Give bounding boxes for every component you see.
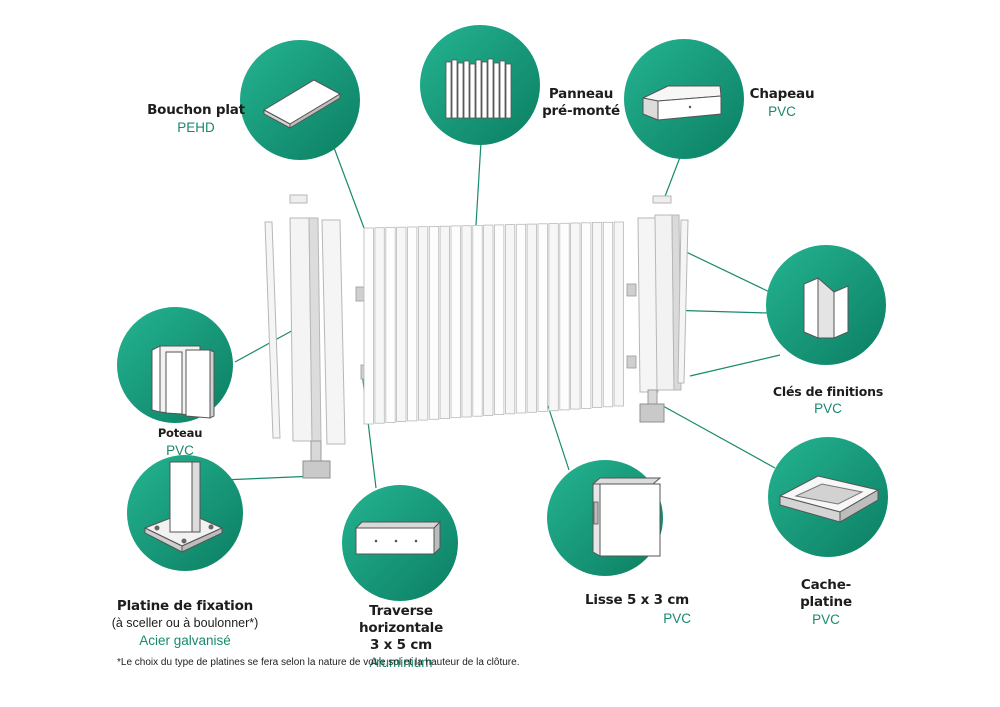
circle-panneau: [420, 25, 540, 145]
panneau-title-line1: Panneau: [548, 86, 614, 102]
cache-title: Cache-platine: [800, 577, 852, 610]
panel-slat: [385, 227, 396, 423]
panel-slat: [472, 224, 483, 417]
label-poteau: Poteau PVC: [145, 425, 215, 459]
flat-cap-icon: [262, 79, 342, 129]
left-post-back: [321, 219, 346, 445]
base-plate-icon: [143, 461, 224, 553]
post-icon: [151, 345, 215, 419]
platine-title: Platine de fixation: [116, 598, 254, 614]
right-baseplate: [639, 403, 665, 423]
cles-title: Clés de finitions: [772, 384, 884, 399]
circle-chapeau: [624, 39, 744, 159]
panel-slat: [581, 222, 592, 409]
label-lisse: Lisse 5 x 3 cm PVC: [585, 592, 691, 627]
panel-slat: [515, 223, 527, 414]
poteau-material: PVC: [166, 443, 194, 458]
platine-material: Acier galvanisé: [139, 633, 231, 648]
label-cache-platine: Cache-platine PVC: [775, 577, 877, 628]
left-baseplate-stem: [310, 440, 322, 462]
cache-material: PVC: [812, 612, 840, 627]
lisse-title: Lisse 5 x 3 cm: [585, 592, 690, 608]
panel-slat: [407, 226, 418, 422]
label-platine: Platine de fixation (à sceller ou à boul…: [90, 598, 280, 649]
chapeau-material: PVC: [768, 104, 796, 119]
circle-poteau: [117, 307, 233, 423]
component-circles: [117, 25, 888, 601]
panel-slat: [613, 221, 624, 407]
panel-slat: [559, 222, 570, 411]
label-panneau: Panneau pré-monté: [540, 86, 622, 120]
left-post-front: [289, 217, 313, 442]
poteau-title: Poteau: [157, 426, 203, 440]
post-cap-icon: [641, 85, 722, 121]
circle-cles: [766, 245, 886, 365]
chapeau-title: Chapeau: [749, 86, 815, 102]
panel-slat: [428, 225, 440, 420]
crossbar-icon: [354, 520, 442, 556]
panel-slat: [461, 225, 472, 418]
right-baseplate-stem: [647, 389, 658, 405]
label-chapeau: Chapeau PVC: [742, 86, 822, 120]
panel-slat: [548, 223, 559, 412]
panel-slat: [504, 224, 516, 415]
rail-icon: [591, 477, 662, 557]
circle-traverse: [342, 485, 458, 601]
traverse-material: Aluminium: [369, 655, 433, 670]
leader-lines: [221, 141, 781, 489]
right-post-back: [637, 217, 659, 393]
panel-slat: [417, 226, 429, 421]
left-cap: [289, 194, 308, 204]
fence-illustration: [264, 194, 689, 479]
label-bouchon-plat: Bouchon plat PEHD: [138, 102, 254, 136]
cles-material: PVC: [814, 401, 842, 416]
panel-slat: [570, 222, 581, 410]
left-finishing-key: [264, 221, 281, 439]
footnote: *Le choix du type de platines se fera se…: [117, 657, 520, 668]
bouchon-material: PEHD: [177, 120, 215, 135]
left-baseplate: [302, 460, 331, 479]
circle-bouchon-plat: [240, 40, 360, 160]
panel-slat: [450, 225, 461, 419]
panel-slat: [374, 227, 385, 424]
traverse-title-line1: Traverse horizontale: [358, 603, 444, 636]
panel-icon: [445, 58, 512, 119]
panel-slat: [396, 226, 407, 422]
panel-slat: [494, 224, 505, 415]
panel-slat: [537, 223, 548, 412]
finishing-key-icon: [803, 276, 849, 339]
panel-slat: [592, 222, 603, 408]
panel-slats: [363, 221, 624, 425]
label-cles: Clés de finitions PVC: [766, 383, 890, 417]
panel-slat: [526, 223, 537, 413]
circle-lisse: [547, 460, 663, 576]
circle-platine: [127, 455, 243, 571]
traverse-title-line2: 3 x 5 cm: [369, 637, 433, 653]
panneau-title-line2: pré-monté: [542, 103, 620, 119]
panel-slat: [602, 221, 614, 408]
plate-cover-icon: [778, 475, 880, 523]
panel-slat: [439, 225, 450, 419]
panel-slat: [363, 227, 374, 425]
platine-subtitle: (à sceller ou à boulonner*): [111, 616, 259, 630]
right-post-front: [654, 214, 675, 391]
right-finishing-key: [677, 219, 689, 384]
bouchon-title: Bouchon plat: [147, 102, 245, 118]
lisse-material: PVC: [663, 611, 691, 626]
panel-slat: [483, 224, 494, 416]
right-cap: [652, 195, 672, 204]
label-traverse: Traverse horizontale 3 x 5 cm Aluminium: [325, 603, 477, 671]
circle-cache-platine: [768, 437, 888, 557]
